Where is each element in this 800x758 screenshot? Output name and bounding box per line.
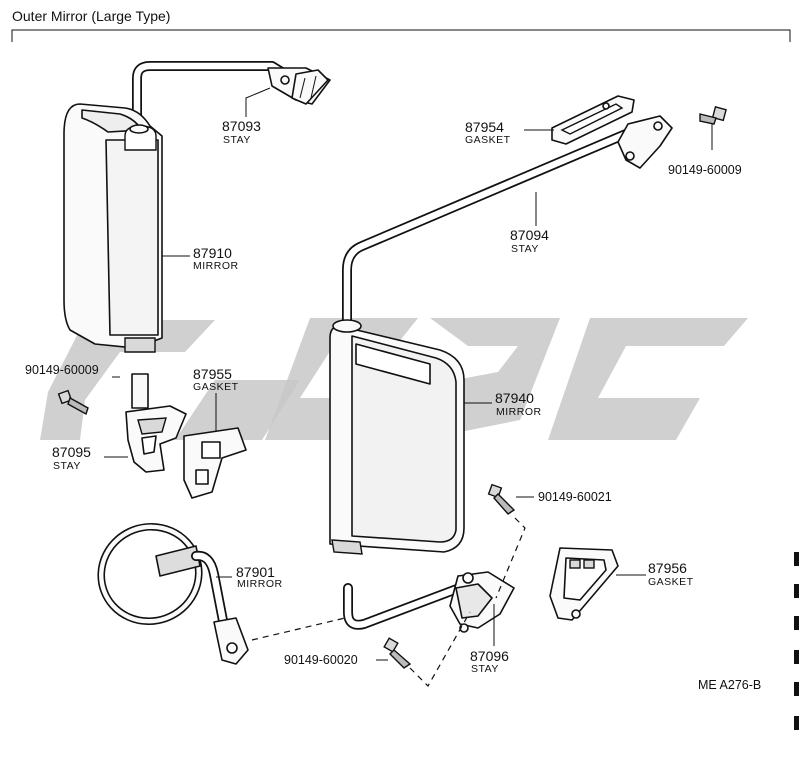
stay-87096 bbox=[343, 571, 515, 633]
label-87910-number: 87910 bbox=[193, 245, 232, 261]
label-87096-name: STAY bbox=[471, 663, 499, 675]
label-87954-number: 87954 bbox=[465, 119, 504, 135]
mirror-87910 bbox=[63, 103, 163, 353]
gasket-87956 bbox=[549, 547, 619, 621]
label-87096-number: 87096 bbox=[470, 648, 509, 664]
stay-87095 bbox=[125, 373, 187, 473]
edge-marks bbox=[794, 552, 799, 730]
mirror-87940 bbox=[329, 319, 465, 555]
label-87094-name: STAY bbox=[511, 243, 539, 255]
label-87901-number: 87901 bbox=[236, 564, 275, 580]
leader-lines bbox=[104, 87, 713, 661]
bolt-90149-60020 bbox=[383, 637, 412, 669]
label-87901-name: MIRROR bbox=[237, 578, 283, 590]
title-bracket bbox=[11, 29, 791, 42]
bolt-90149-60021 bbox=[487, 483, 516, 515]
label-87956-number: 87956 bbox=[648, 560, 687, 576]
assembly-line-60021 bbox=[495, 517, 526, 599]
label-87940-number: 87940 bbox=[495, 390, 534, 406]
mirror-87901 bbox=[97, 522, 249, 665]
reference-code: ME A276-B bbox=[698, 678, 761, 692]
label-87955-name: GASKET bbox=[193, 381, 239, 393]
label-87095-number: 87095 bbox=[52, 444, 91, 460]
stay-87093 bbox=[132, 61, 331, 125]
label-87940-name: MIRROR bbox=[496, 406, 542, 418]
label-87956-name: GASKET bbox=[648, 576, 694, 588]
label-90149-60020: 90149-60020 bbox=[284, 653, 358, 667]
label-87093-number: 87093 bbox=[222, 118, 261, 134]
label-90149-60009-right: 90149-60009 bbox=[668, 163, 742, 177]
label-87095-name: STAY bbox=[53, 460, 81, 472]
label-90149-60009-left: 90149-60009 bbox=[25, 363, 99, 377]
stay-87094 bbox=[342, 115, 673, 325]
gasket-87955 bbox=[183, 427, 247, 499]
label-90149-60021: 90149-60021 bbox=[538, 490, 612, 504]
diagram-title: Outer Mirror (Large Type) bbox=[12, 8, 170, 24]
bolt-90149-60009-right bbox=[699, 106, 727, 125]
label-87955-number: 87955 bbox=[193, 366, 232, 382]
gasket-87954 bbox=[551, 95, 635, 145]
label-87910-name: MIRROR bbox=[193, 260, 239, 272]
bolt-90149-60009-left bbox=[57, 389, 89, 416]
label-87094-number: 87094 bbox=[510, 227, 549, 243]
label-87954-name: GASKET bbox=[465, 134, 511, 146]
label-87093-name: STAY bbox=[223, 134, 251, 146]
assembly-line-87901 bbox=[251, 617, 346, 641]
assembly-line-60020 bbox=[409, 611, 471, 687]
